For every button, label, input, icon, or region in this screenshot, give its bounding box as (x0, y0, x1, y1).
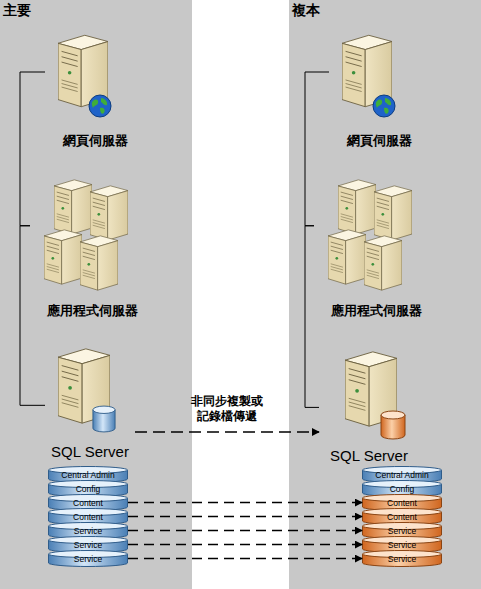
database-cylinder: Service (48, 550, 128, 567)
node-label: Service (362, 554, 442, 564)
node-label: 網頁伺服器 (63, 132, 128, 150)
node-label: 網頁伺服器 (347, 132, 412, 150)
node-label: 應用程式伺服器 (47, 302, 138, 320)
band-title: 複本 (292, 2, 320, 20)
node-label: Service (48, 526, 128, 536)
node-label: Content (362, 498, 442, 508)
database-cylinder: Service (362, 550, 442, 567)
band-title: 主要 (3, 2, 31, 20)
node-label: Content (48, 512, 128, 522)
node-label: Service (48, 540, 128, 550)
node-label: Central Admin (48, 470, 128, 480)
node-label: Central Admin (362, 470, 442, 480)
node-label: SQL Server (330, 447, 408, 465)
node-label: Config (362, 484, 442, 494)
node-label: Config (48, 484, 128, 494)
node-label: 應用程式伺服器 (331, 302, 422, 320)
edge-label: 非同步複製或 記錄檔傳遞 (187, 394, 267, 424)
node-label: Service (362, 540, 442, 550)
node-label: Service (48, 554, 128, 564)
node-label: Content (362, 512, 442, 522)
node-label: Content (48, 498, 128, 508)
node-label: Service (362, 526, 442, 536)
node-label: SQL Server (51, 443, 129, 461)
